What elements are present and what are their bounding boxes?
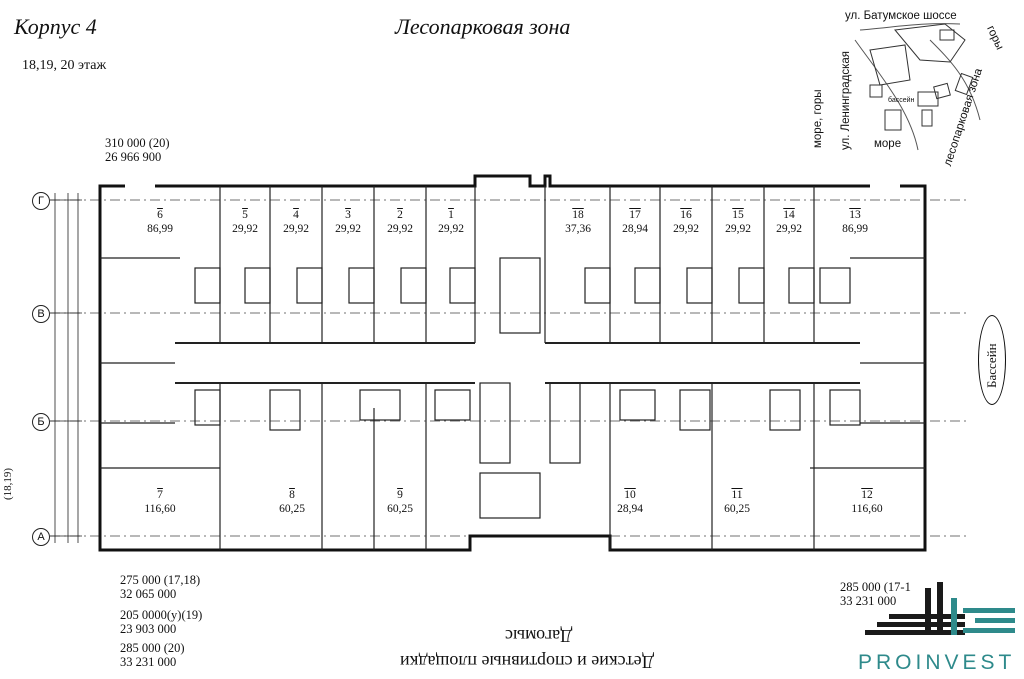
price-top-left: 310 000 (20) 26 966 900	[105, 136, 170, 164]
axis-label-b: Б	[32, 413, 50, 431]
sea-label: море	[874, 138, 902, 150]
sea-mountains-label: море, горы	[812, 89, 824, 148]
outer-walls	[98, 174, 927, 552]
floors-vertical-label: (18,19)	[2, 467, 14, 500]
axis-label-a: А	[32, 528, 50, 546]
floor-plan-drawing	[50, 174, 970, 552]
street-left: ул. Ленинградская	[840, 50, 852, 150]
bottom-line-playgrounds: Детские и спортивные площадки	[400, 652, 655, 672]
pool-small-label: бассейн	[888, 97, 915, 104]
axis-lines	[50, 199, 970, 537]
dimension-lines	[50, 193, 82, 543]
axis-label-v: В	[32, 305, 50, 323]
street-top: ул. Батумское шоссе	[845, 10, 957, 22]
price-total: 26 966 900	[105, 150, 162, 164]
bottom-line-dagomys: Дагомыс	[505, 626, 573, 646]
inner-walls	[100, 186, 925, 550]
price-bottom-left-2: 205 0000(у)(19) 23 903 000	[120, 608, 203, 636]
pool-oval	[978, 315, 1006, 405]
axis-label-g: Г	[32, 192, 50, 210]
price-per-m2: 310 000 (20)	[105, 136, 170, 150]
zone-top-title: Лесопарковая зона	[395, 14, 571, 39]
brand-logo-mark	[865, 582, 1015, 635]
building-title: Корпус 4	[14, 14, 97, 39]
price-bottom-left-1: 275 000 (17,18) 32 065 000	[120, 573, 201, 601]
brand-name: PROINVEST	[858, 651, 1016, 674]
price-bottom-right: 285 000 (17-1 33 231 000	[840, 580, 911, 608]
price-bottom-left-3: 285 000 (20) 33 231 000	[120, 641, 185, 669]
site-map-drawing	[854, 23, 981, 151]
site-map: ул. Батумское шоссе горы море, горы ул. …	[810, 0, 1024, 172]
pool-label: Бассейн	[984, 343, 999, 388]
brand-logo	[855, 578, 1020, 648]
floors-label: 18,19, 20 этаж	[22, 58, 107, 73]
